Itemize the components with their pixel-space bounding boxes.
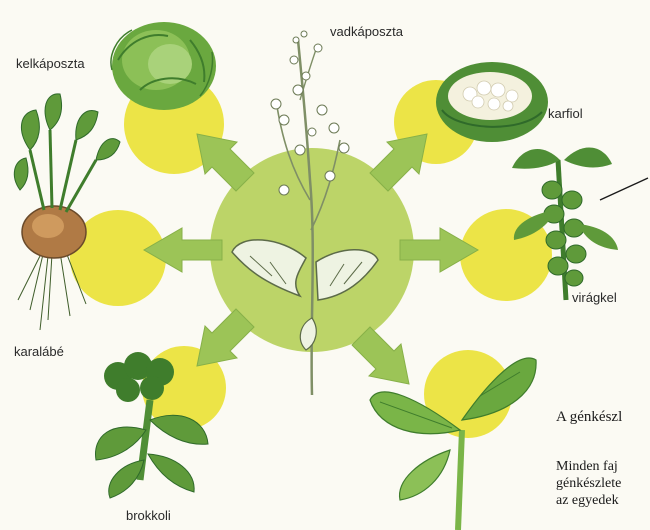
label-karfiol: karfiol — [548, 106, 583, 122]
section-heading: A génkészl — [556, 408, 622, 426]
label-vadkaposzta: vadkáposzta — [330, 24, 403, 40]
paragraph-line: génkészlete — [556, 475, 650, 492]
karfiol-plant — [436, 62, 548, 142]
label-kelkaposzta: kelkáposzta — [16, 56, 85, 72]
label-karalabe: karalábé — [14, 344, 64, 360]
label-viragkel: virágkel — [572, 290, 617, 306]
paragraph-line: Minden faj — [556, 458, 650, 475]
paragraph-line: az egyedek — [556, 492, 650, 509]
body-paragraph: Minden faj génkészlete az egyedek — [556, 458, 650, 509]
kelkaposzta-plant — [111, 22, 216, 110]
label-brokkoli: brokkoli — [126, 508, 171, 524]
